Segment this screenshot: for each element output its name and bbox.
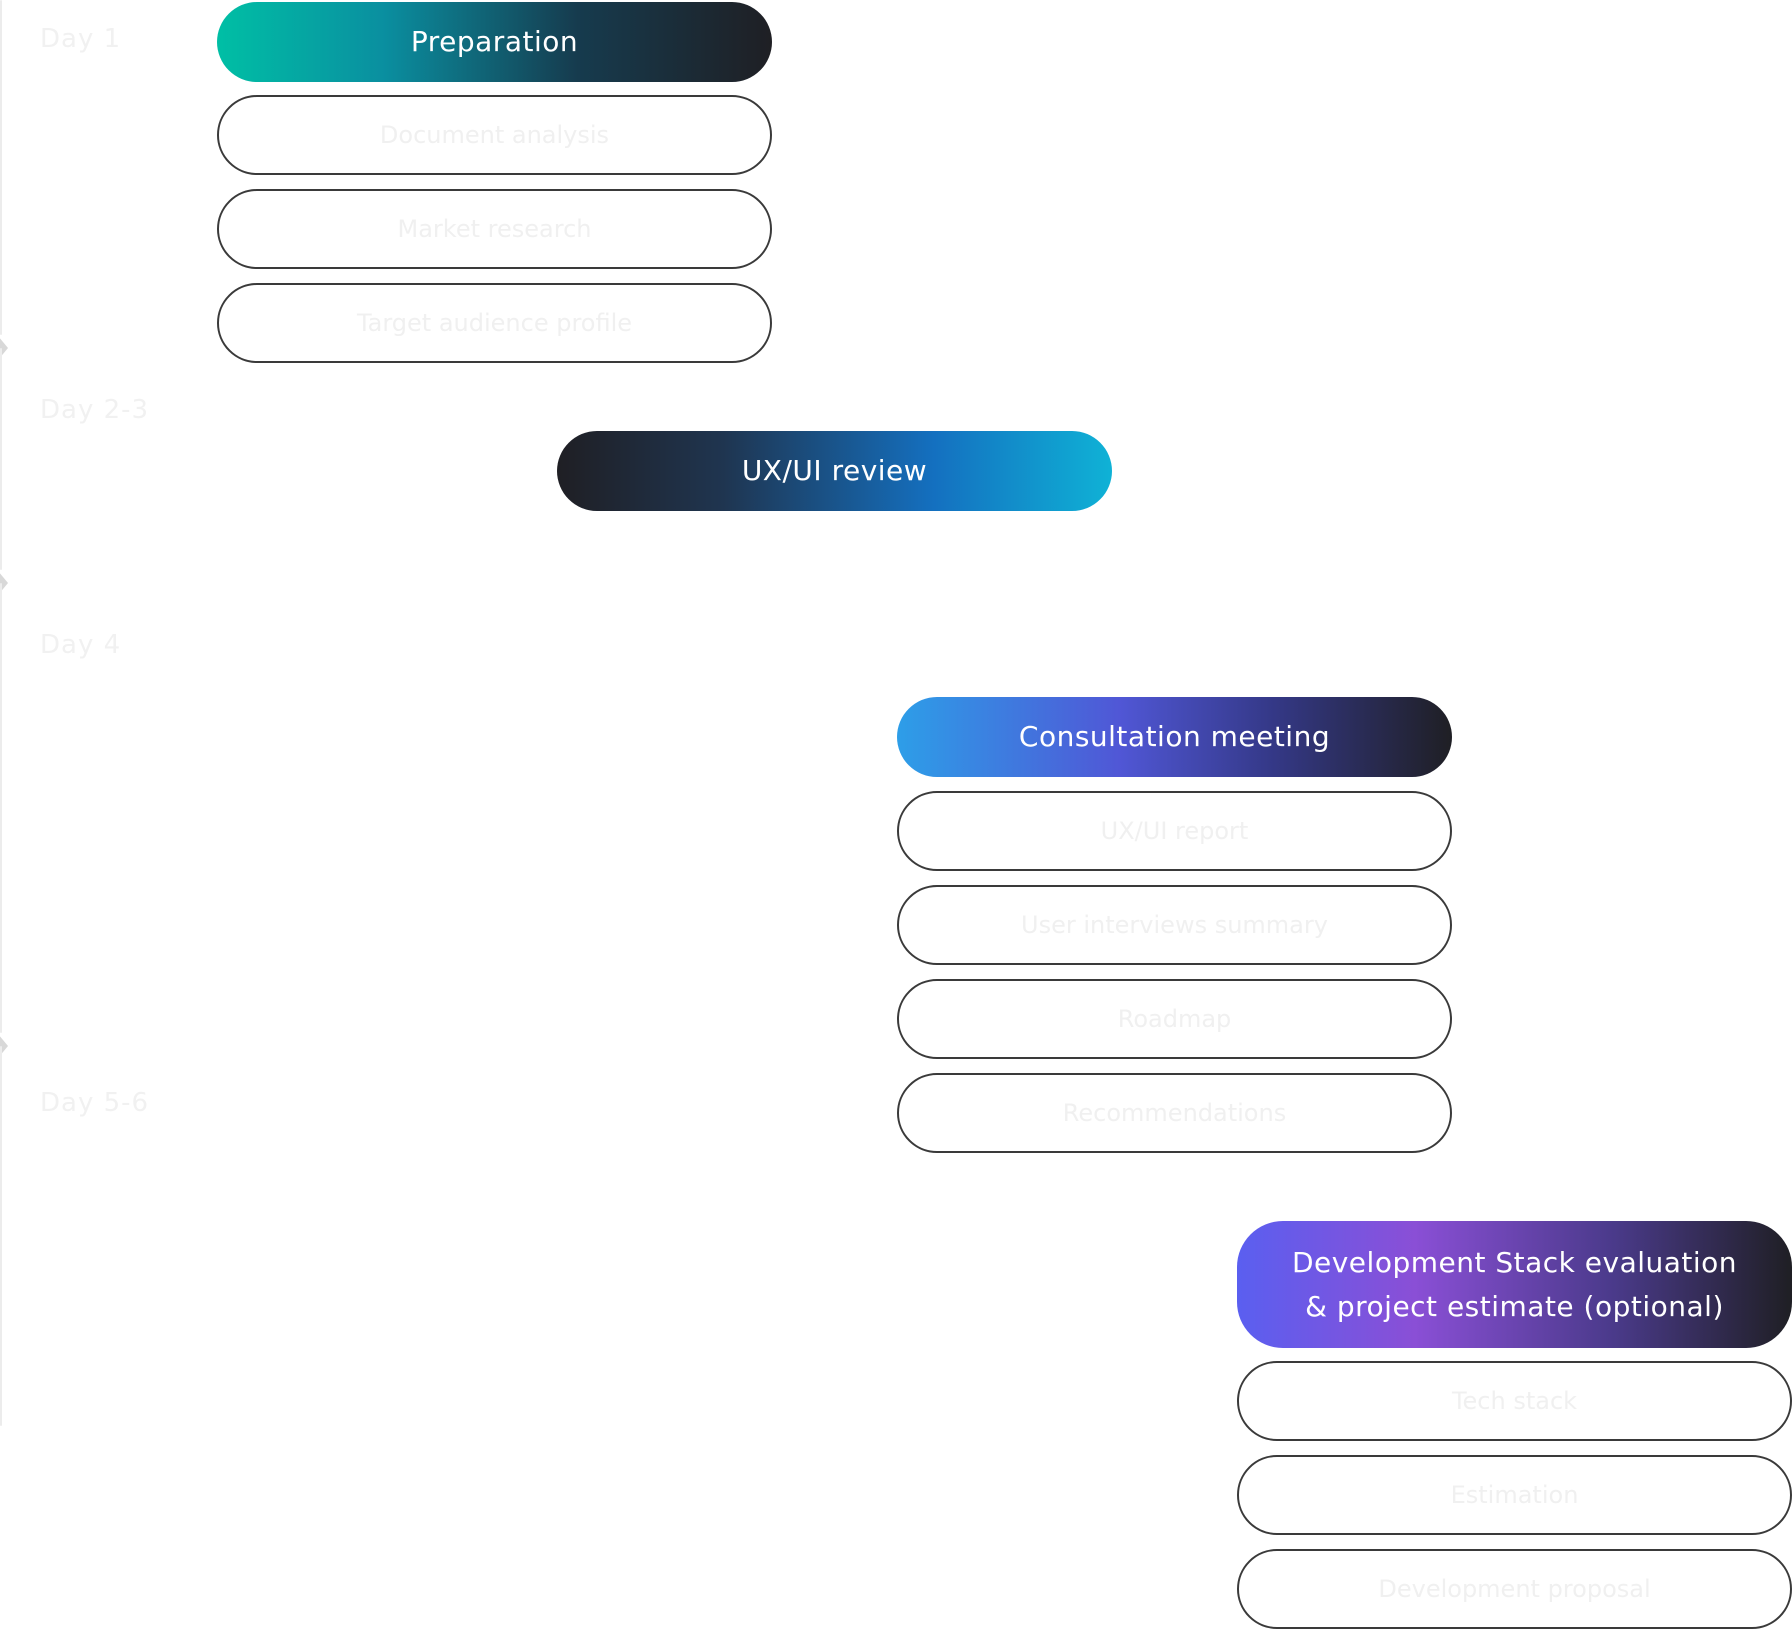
stage-4-brace <box>0 1046 2 1426</box>
stage-2-brace <box>0 348 2 570</box>
stage-heading-preparation: Preparation <box>217 2 772 82</box>
stage-1-notch <box>0 336 8 360</box>
stage-3-brace <box>0 583 2 1033</box>
stage-item: Estimation <box>1237 1455 1792 1535</box>
stage-item: Tech stack <box>1237 1361 1792 1441</box>
stage-item: UX/UI report <box>897 791 1452 871</box>
stage-item: Target audience profile <box>217 283 772 363</box>
stage-heading-consultation-meeting: Consultation meeting <box>897 697 1452 777</box>
stage-heading-development-stack: Development Stack evaluation & project e… <box>1237 1221 1792 1348</box>
stage-item: Roadmap <box>897 979 1452 1059</box>
stage-item: Development proposal <box>1237 1549 1792 1629</box>
stage-item: Market research <box>217 189 772 269</box>
day-label: Day 2-3 <box>40 395 150 425</box>
stage-3-notch <box>0 1034 8 1058</box>
stage-item: Recommendations <box>897 1073 1452 1153</box>
day-label: Day 5-6 <box>40 1088 150 1118</box>
day-label: Day 1 <box>40 24 122 54</box>
stage-2-notch <box>0 571 8 595</box>
stage-item: User interviews summary <box>897 885 1452 965</box>
stage-1-brace <box>0 0 2 335</box>
stage-item: Document analysis <box>217 95 772 175</box>
stage-heading-ux-ui-review: UX/UI review <box>557 431 1112 511</box>
day-label: Day 4 <box>40 630 122 660</box>
